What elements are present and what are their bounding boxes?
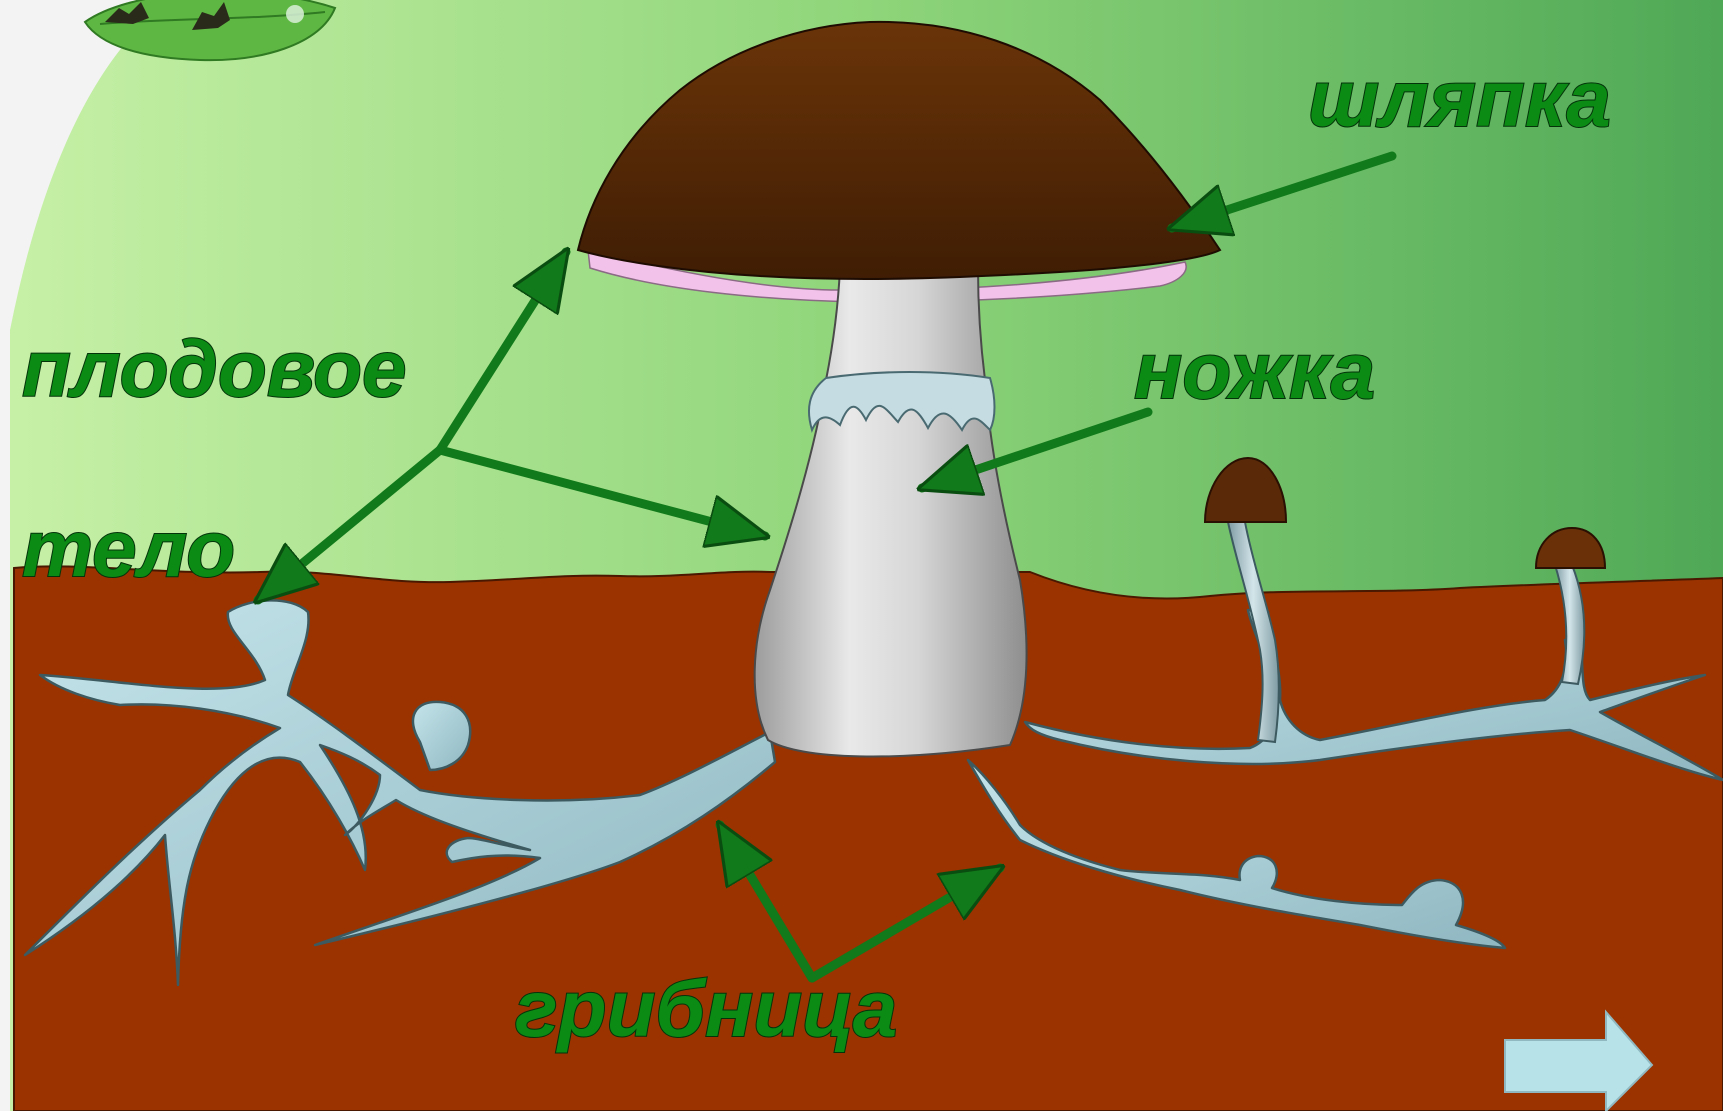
label-cap: шляпка (1308, 54, 1611, 143)
label-fruit-body-line2: тело (22, 504, 235, 593)
label-mycelium: грибница (515, 964, 897, 1053)
label-fruit-body-line1: плодовое (22, 324, 406, 413)
label-stem: ножка (1134, 326, 1375, 415)
